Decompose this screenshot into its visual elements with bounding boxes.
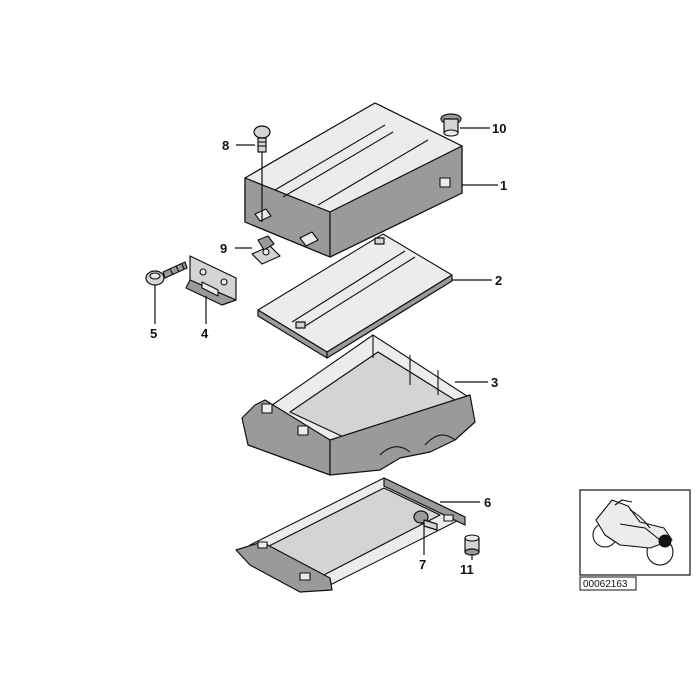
part-1-cover <box>244 102 463 258</box>
callout-1: 1 <box>500 178 507 193</box>
callout-8: 8 <box>222 138 229 153</box>
part-5-screw <box>145 261 188 286</box>
part-3-tray <box>241 334 476 476</box>
callout-3: 3 <box>491 375 498 390</box>
part-11-sleeve <box>464 534 480 556</box>
motorcycle-icon <box>592 499 674 566</box>
callout-4: 4 <box>201 326 209 341</box>
callout-5: 5 <box>150 326 157 341</box>
part-2-plate <box>257 233 453 359</box>
callout-11: 11 <box>460 562 474 577</box>
reference-code: 00062163 <box>583 579 628 590</box>
callout-7: 7 <box>419 557 426 572</box>
callout-9: 9 <box>220 241 227 256</box>
callouts: 1 2 3 4 5 6 7 8 9 10 11 <box>150 121 507 577</box>
part-4-bracket <box>185 255 237 306</box>
callout-2: 2 <box>495 273 502 288</box>
part-6-bracket <box>235 477 466 593</box>
callout-6: 6 <box>484 495 491 510</box>
part-10-cap <box>440 113 462 137</box>
part-7-bolt <box>413 510 438 531</box>
part-9-clip <box>251 235 281 265</box>
location-inset: 00062163 <box>579 489 691 591</box>
part-8-screw <box>253 125 271 153</box>
callout-10: 10 <box>492 121 506 136</box>
leader-lines <box>154 127 498 560</box>
reference-code-box <box>579 576 637 591</box>
location-marker-icon <box>658 534 672 548</box>
